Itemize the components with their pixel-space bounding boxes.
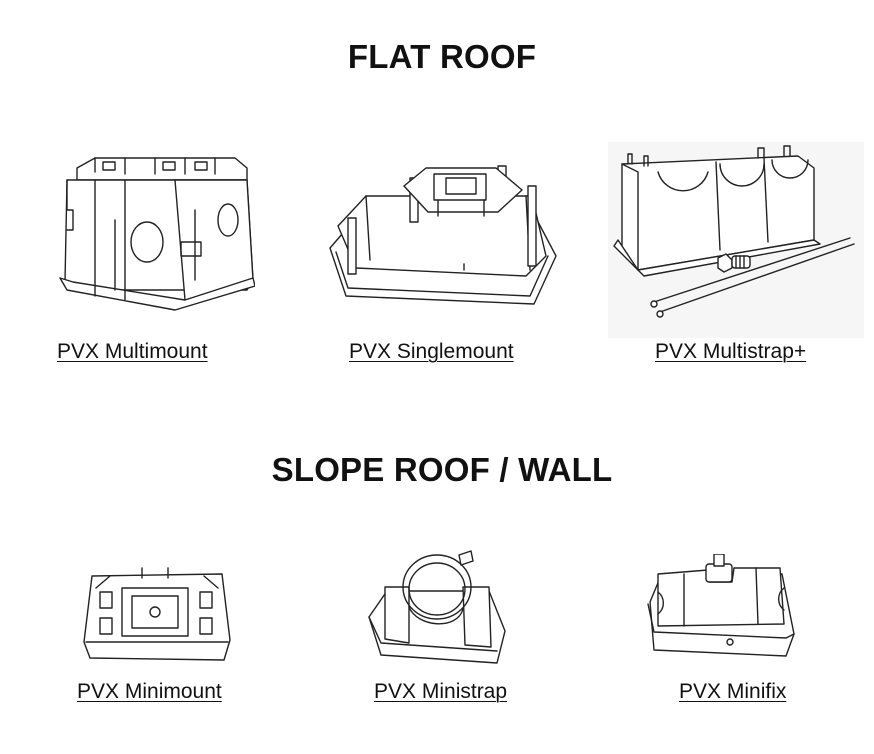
product-label-multimount[interactable]: PVX Multimount [57,340,208,363]
pvx-minimount-image [83,567,231,661]
product-label-minimount[interactable]: PVX Minimount [77,680,222,703]
pvx-minifix-image [647,554,795,657]
pvx-singlemount-image [329,165,557,305]
product-card-ministrap[interactable]: PVX Ministrap [365,545,525,720]
product-label-minifix[interactable]: PVX Minifix [679,680,787,703]
product-label-ministrap[interactable]: PVX Ministrap [374,680,508,703]
pvx-multistrap-image [608,142,864,338]
product-card-multistrap[interactable]: PVX Multistrap+ [606,140,868,375]
product-label-multistrap[interactable]: PVX Multistrap+ [655,340,807,363]
product-card-multimount[interactable]: PVX Multimount [50,145,260,375]
product-card-minimount[interactable]: PVX Minimount [70,560,240,720]
pvx-ministrap-image [368,550,506,664]
flat-roof-heading: FLAT ROOF [347,38,537,75]
product-label-singlemount[interactable]: PVX Singlemount [349,340,514,363]
pvx-multimount-image [59,157,255,311]
slope-roof-heading: SLOPE ROOF / WALL [271,451,613,488]
product-card-minifix[interactable]: PVX Minifix [640,550,800,720]
product-card-singlemount[interactable]: PVX Singlemount [320,150,560,375]
